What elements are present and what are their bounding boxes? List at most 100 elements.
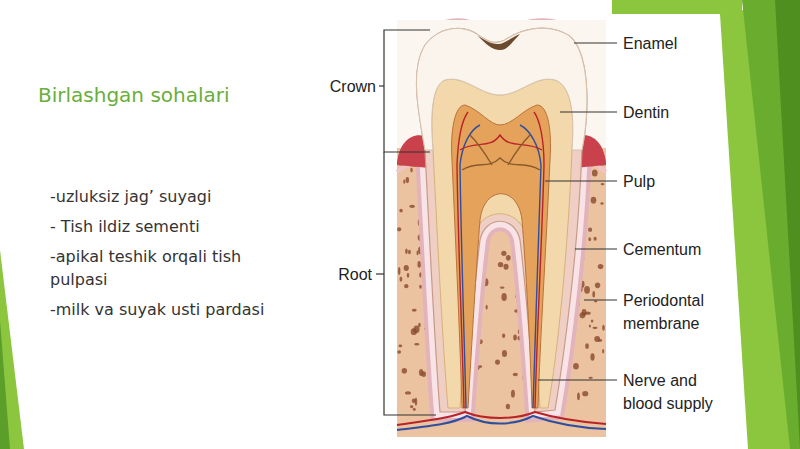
bone-dot [501, 251, 506, 256]
bone-dot [601, 183, 605, 185]
leader-line [538, 379, 617, 380]
top-bar [612, 0, 742, 14]
bone-dot [602, 349, 604, 354]
bone-dot [495, 360, 500, 365]
bone-dot [408, 250, 411, 255]
bone-dot [498, 262, 503, 267]
part-label: Root [338, 263, 372, 286]
bone-dot [577, 392, 580, 400]
part-label: Pulp [623, 170, 723, 193]
bone-dot [598, 264, 604, 269]
bone-dot [513, 373, 518, 376]
bone-dot [406, 177, 410, 183]
bone-dot [573, 363, 579, 369]
bone-dot [600, 202, 603, 205]
bone-dot [591, 319, 594, 322]
bone-dot [486, 305, 488, 310]
bone-dot [588, 228, 592, 232]
bone-dot [410, 405, 413, 408]
slide-title: Birlashgan sohalari [38, 82, 230, 108]
bone-dot [590, 353, 594, 360]
side-band [775, 0, 800, 449]
bone-dot [397, 350, 401, 354]
part-label: Dentin [623, 101, 723, 124]
bone-dot [588, 377, 592, 379]
bone-dot [595, 282, 600, 288]
side-band [742, 0, 800, 449]
dentin [432, 79, 573, 408]
bone-dot [412, 399, 416, 403]
bone-dot [588, 237, 591, 241]
leader-line [560, 111, 617, 112]
bone-dot [511, 390, 515, 398]
bone-dot [503, 264, 508, 270]
bone-dot [502, 350, 507, 357]
bone-dot [403, 180, 405, 184]
image-frame [397, 20, 606, 437]
bone-dot [398, 344, 402, 347]
bone-dot [602, 325, 605, 331]
bone-dot [417, 250, 419, 255]
bullet-item: - Tish ildiz sementi [50, 215, 285, 238]
bone-dot [399, 209, 402, 213]
bone-dot [593, 237, 596, 241]
bone-dot [405, 248, 408, 254]
bone-dot [397, 227, 401, 231]
bullet-item: -apikal teshik orqali tish pulpasi [50, 245, 285, 291]
bone-dot [414, 343, 419, 345]
bone-dot [513, 335, 517, 341]
leader-line [574, 42, 617, 43]
bullet-item: -uzluksiz jag’ suyagi [50, 185, 285, 208]
corner-decoration [0, 320, 10, 449]
bone-dot [501, 293, 506, 301]
bone-dot [410, 168, 413, 173]
leader-line [379, 85, 384, 86]
bone-dot [419, 272, 421, 277]
bone-dot [414, 326, 420, 334]
leader-line [376, 273, 384, 274]
corner-decoration [0, 250, 24, 449]
crown-bracket [384, 30, 430, 152]
bone-dot [585, 343, 589, 349]
leader-lines [376, 30, 617, 415]
bone-dot [412, 309, 417, 312]
nerve-vessels [457, 112, 544, 408]
leader-line [584, 299, 617, 300]
part-label: Cementum [623, 238, 723, 261]
cementum [416, 28, 586, 412]
bone-dot [592, 291, 595, 298]
bone-dot [398, 267, 400, 275]
bullet-item: -milk va suyak usti pardasi [50, 298, 285, 321]
bone-dot [404, 284, 408, 288]
side-band [720, 0, 800, 449]
bone-dot [409, 205, 415, 208]
bone-dot [502, 333, 505, 338]
bone-dot [594, 336, 600, 342]
part-label: Nerve and blood supply [623, 369, 723, 415]
bone-dot [419, 369, 423, 376]
bone-dot [585, 312, 591, 315]
bone-dot [589, 324, 591, 327]
bone-dot [592, 327, 597, 329]
bone-dot [400, 276, 403, 281]
bone-dot [592, 169, 598, 176]
bone-dot [591, 197, 597, 204]
bone-dot [407, 273, 409, 278]
pulp [452, 105, 551, 408]
bone-dot [404, 265, 409, 271]
root-bracket [384, 152, 436, 415]
bone-dot [500, 287, 505, 289]
part-label: Enamel [623, 32, 723, 55]
bone-dot [584, 286, 590, 294]
bone-dot [506, 404, 510, 409]
periodontal-membrane [416, 28, 586, 412]
bone-dot [582, 391, 588, 396]
bone-dot [419, 285, 422, 289]
periodontal-membrane [416, 28, 586, 412]
bone-dot [413, 408, 416, 411]
part-label: Crown [330, 75, 376, 98]
bone-dot [506, 255, 511, 261]
bone-dot [402, 368, 407, 374]
